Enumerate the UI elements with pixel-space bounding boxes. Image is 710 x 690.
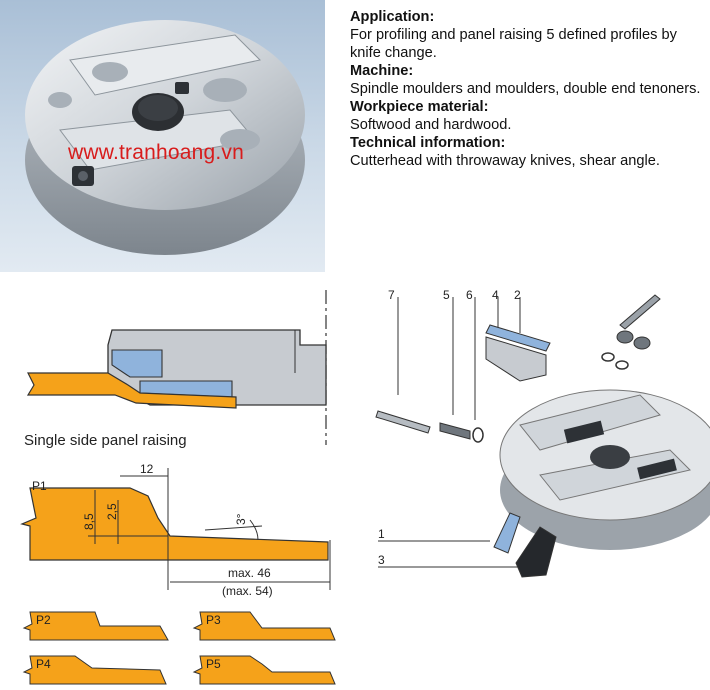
- part-label-6: 6: [466, 288, 473, 302]
- dim-angle: 3°: [234, 513, 248, 525]
- profile-p1-drawing: P1 12 8,5 2,5 3° max. 46 (max. 54): [20, 462, 331, 598]
- spec-text: Softwood and hardwood.: [350, 117, 512, 133]
- spec-heading: Workpiece material:: [350, 99, 489, 115]
- specification-block: Application: For profiling and panel rai…: [350, 8, 710, 170]
- spec-technical-information: Technical information: Cutterhead with t…: [350, 134, 710, 170]
- profile-label: P4: [36, 657, 51, 671]
- part-label-1: 1: [378, 527, 385, 541]
- part-label-4: 4: [492, 288, 499, 302]
- spec-text: For profiling and panel raising 5 define…: [350, 27, 677, 61]
- diagram-caption: Single side panel raising: [24, 432, 187, 449]
- spec-heading: Application:: [350, 9, 435, 25]
- spec-heading: Technical information:: [350, 135, 506, 151]
- profile-label: P5: [206, 657, 221, 671]
- profile-label: P2: [36, 613, 51, 627]
- profile-p5-shape: [192, 655, 336, 685]
- exploded-view-drawing: 7 5 6 4 2 1 3: [375, 288, 710, 578]
- profile-p4-shape: [22, 655, 167, 685]
- spec-text: Cutterhead with throwaway knives, shear …: [350, 153, 660, 169]
- profile-variants: P2 P3 P4 P5: [22, 611, 336, 685]
- spec-application: Application: For profiling and panel rai…: [350, 8, 710, 62]
- spec-workpiece-material: Workpiece material: Softwood and hardwoo…: [350, 98, 710, 134]
- part-label-3: 3: [378, 553, 385, 567]
- dim-height-2: 2,5: [105, 503, 119, 520]
- profile-label: P3: [206, 613, 221, 627]
- dim-width: 12: [140, 462, 154, 476]
- profile-label: P1: [32, 479, 47, 493]
- dim-max-2: (max. 54): [222, 584, 273, 598]
- part-label-5: 5: [443, 288, 450, 302]
- spec-heading: Machine:: [350, 63, 414, 79]
- tool-section-drawing: [26, 290, 327, 445]
- dim-max-1: max. 46: [228, 566, 271, 580]
- spec-text: Spindle moulders and moulders, double en…: [350, 81, 701, 97]
- profile-p2-shape: [22, 611, 169, 641]
- part-label-7: 7: [388, 288, 395, 302]
- product-photo: www.tranhoang.vn: [0, 0, 325, 272]
- spec-machine: Machine: Spindle moulders and moulders, …: [350, 62, 710, 98]
- profile-p3-shape: [192, 611, 336, 641]
- dim-height-1: 8,5: [82, 513, 96, 530]
- watermark-text: www.tranhoang.vn: [68, 141, 244, 164]
- part-label-2: 2: [514, 288, 521, 302]
- cutterhead-photo-illustration: [25, 20, 305, 255]
